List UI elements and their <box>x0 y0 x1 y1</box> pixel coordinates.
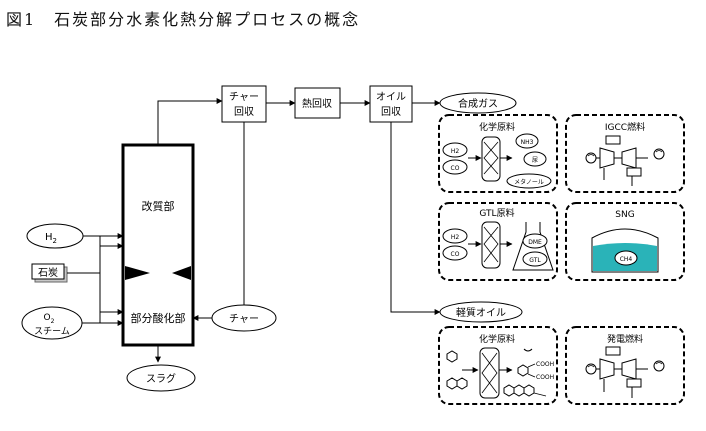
oil-recovery-line1: オイル <box>376 91 406 103</box>
panel-power-border <box>565 326 685 405</box>
steam-label: スチーム <box>34 326 70 337</box>
gtl-reactor-icon <box>481 221 501 269</box>
reformer-label: 改質部 <box>142 199 175 213</box>
panel-igcc: IGCC燃料 <box>585 121 665 186</box>
panel-gtl-title: GTL原料 <box>479 207 514 219</box>
h2-input-label: H <box>45 232 53 243</box>
oil-recovery-box: オイル 回収 <box>369 85 413 123</box>
chem1-nh3: NH3 <box>521 139 534 146</box>
reactor-burner-left <box>125 266 150 280</box>
gtl-gtl: GTL <box>529 257 541 264</box>
input-connectors <box>67 233 124 326</box>
o2-input-label: O <box>44 313 51 323</box>
panel-borders <box>438 114 685 405</box>
svg-text:O2: O2 <box>44 313 55 325</box>
heat-recovery-box: 熱回収 <box>294 87 341 119</box>
panel-gtl: GTL原料 H2 CO DME GTL <box>442 207 554 271</box>
syngas-label: 合成ガス <box>458 97 498 110</box>
char-label: チャー <box>229 313 259 325</box>
o2-input-subscript: 2 <box>51 318 55 325</box>
panel-gtl-border <box>438 202 558 281</box>
partial-oxidation-label: 部分酸化部 <box>131 311 186 325</box>
panel-chem1-border <box>438 114 558 193</box>
panel-sng-border <box>565 202 685 281</box>
reactor-burner-right <box>172 266 191 280</box>
panel-igcc-title: IGCC燃料 <box>605 121 645 133</box>
chem2-molecule-icons <box>446 350 535 397</box>
light-oil-label: 軽質オイル <box>456 306 506 319</box>
power-turbine-icon <box>585 346 665 398</box>
coal-input: 石炭 <box>31 263 68 283</box>
o2-steam-input: O2 スチーム <box>21 306 83 340</box>
chem1-methanol: メタノール <box>514 178 544 186</box>
char-recycle: チャー <box>192 122 277 332</box>
panel-chem2-title: 化学原料 <box>479 333 515 345</box>
h2-input: H2 <box>26 223 84 249</box>
panel-sng-title: SNG <box>615 210 634 220</box>
svg-text:H2: H2 <box>45 232 57 245</box>
chem2-cooh-top: COOH <box>536 361 554 368</box>
syngas-product: 合成ガス <box>439 92 517 114</box>
light-oil-product: 軽質オイル <box>439 301 523 323</box>
chem1-h2: H2 <box>451 148 460 155</box>
char-recovery-box: チャー 回収 <box>221 85 267 123</box>
chem1-urea: 尿 <box>532 157 538 164</box>
panel-chem1-title: 化学原料 <box>479 121 515 133</box>
h2-input-subscript: 2 <box>53 237 57 245</box>
panel-power: 発電燃料 <box>585 333 665 398</box>
coal-label: 石炭 <box>38 267 58 279</box>
gtl-dme: DME <box>528 239 542 246</box>
panel-power-title: 発電燃料 <box>607 333 643 345</box>
slag-output: スラグ <box>126 364 196 392</box>
sng-ch4: CH4 <box>620 256 633 263</box>
gtl-h2: H2 <box>451 234 460 241</box>
figure-title: 図1 石炭部分水素化熱分解プロセスの概念 <box>6 10 361 29</box>
gtl-co: CO <box>451 251 460 258</box>
process-line <box>157 98 441 315</box>
chem2-cooh-bottom: COOH <box>536 374 554 381</box>
panel-sng: SNG CH4 <box>591 210 659 273</box>
panel-chem2-border <box>438 326 558 405</box>
char-recovery-line2: 回収 <box>234 106 254 118</box>
igcc-turbine-icon <box>585 135 665 186</box>
panel-chem1: 化学原料 H2 CO NH3 尿 メタノール <box>442 121 552 189</box>
heat-recovery-label: 熱回収 <box>302 97 332 110</box>
chem1-co: CO <box>451 165 460 172</box>
char-recovery-line1: チャー <box>229 91 259 103</box>
panel-igcc-border <box>565 114 685 193</box>
reactor: 改質部 部分酸化部 <box>121 143 195 347</box>
panel-chem2: 化学原料 COOH COOH <box>446 333 554 399</box>
chem1-reactor-icon <box>481 136 501 182</box>
chem2-reactor-icon <box>479 347 500 399</box>
oil-recovery-line2: 回収 <box>381 106 401 118</box>
slag-label: スラグ <box>146 372 176 385</box>
